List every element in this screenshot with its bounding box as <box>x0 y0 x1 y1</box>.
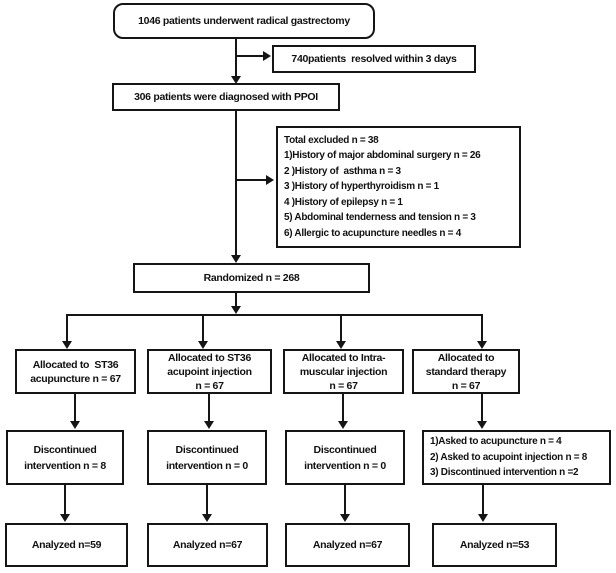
connector-followup-to-analyzed-4 <box>482 485 484 515</box>
discontinued-line: Discontinued <box>175 443 239 456</box>
connector-branch-to-alloc-2 <box>202 314 204 342</box>
box-allocated-intramuscular-injection: Allocated to Intra- muscular injection n… <box>283 349 404 394</box>
connector-to-excluded <box>236 179 266 181</box>
arrowhead-alloc-4 <box>477 341 487 349</box>
box-analyzed-3: Analyzed n=67 <box>285 523 410 567</box>
arrowhead-followup-2 <box>204 421 214 429</box>
box-resolved-label: 740patients resolved within 3 days <box>291 53 457 65</box>
arrowhead-analyzed-4 <box>478 514 488 522</box>
box-diagnosed-ppoi-label: 306 patients were diagnosed with PPOI <box>134 91 318 103</box>
excluded-line: 6) Allergic to acupuncture needles n = 4 <box>284 226 461 239</box>
box-excluded: Total excluded n = 38 1)History of major… <box>276 126 521 248</box>
connector-alloc-to-followup-3 <box>342 394 344 422</box>
box-total-patients: 1046 patients underwent radical gastrect… <box>113 3 375 39</box>
connector-followup-to-analyzed-1 <box>64 485 66 515</box>
connector-to-resolved <box>236 55 264 57</box>
arrowhead-alloc-1 <box>62 341 72 349</box>
arrowhead-analyzed-2 <box>202 514 212 522</box>
followup-line: 1)Asked to acupuncture n = 4 <box>430 435 562 448</box>
discontinued-line: intervention n = 8 <box>24 459 106 472</box>
box-analyzed-4: Analyzed n=53 <box>432 523 557 567</box>
allocated-line: Allocated to Intra- <box>301 351 386 364</box>
arrowhead-to-resolved <box>263 51 271 61</box>
connector-alloc-to-followup-1 <box>74 394 76 422</box>
excluded-line: Total excluded n = 38 <box>284 133 379 146</box>
excluded-line: 3 )History of hyperthyroidism n = 1 <box>284 180 439 193</box>
connector-diagnosed-to-randomized <box>235 111 237 255</box>
followup-line: 3) Discontinued intervention n =2 <box>430 466 579 479</box>
box-discontinued-2: Discontinued intervention n = 0 <box>147 430 267 485</box>
excluded-line: 1)History of major abdominal surgery n =… <box>284 149 481 162</box>
arrowhead-followup-3 <box>338 421 348 429</box>
arrowhead-to-diagnosed <box>231 76 241 84</box>
allocated-line: standard therapy <box>425 365 507 378</box>
arrowhead-analyzed-1 <box>60 514 70 522</box>
box-diagnosed-ppoi: 306 patients were diagnosed with PPOI <box>112 83 340 111</box>
connector-top-to-diagnosed <box>235 39 237 77</box>
box-allocated-acupoint-injection: Allocated to ST36 acupoint injection n =… <box>147 349 272 394</box>
allocated-line: acupoint injection <box>167 365 252 378</box>
connector-alloc-to-followup-4 <box>481 394 483 422</box>
arrowhead-to-branch-line <box>231 306 241 314</box>
connector-followup-to-analyzed-2 <box>206 485 208 515</box>
arrowhead-to-excluded <box>266 175 274 185</box>
allocated-line: n = 67 <box>329 379 358 392</box>
discontinued-line: Discontinued <box>33 443 97 456</box>
arrowhead-to-randomized <box>231 255 241 263</box>
allocated-line: acupuncture n = 67 <box>30 372 121 385</box>
excluded-line: 4 )History of epilepsy n = 1 <box>284 195 403 208</box>
box-randomized: Randomized n = 268 <box>133 263 370 293</box>
box-discontinued-1: Discontinued intervention n = 8 <box>6 430 124 485</box>
connector-followup-to-analyzed-3 <box>344 485 346 515</box>
arrowhead-analyzed-3 <box>340 514 350 522</box>
allocated-line: muscular injection <box>299 365 388 378</box>
arrowhead-followup-4 <box>477 421 487 429</box>
discontinued-line: intervention n = 0 <box>166 459 248 472</box>
box-analyzed-2: Analyzed n=67 <box>147 523 268 567</box>
allocated-line: Allocated to ST36 <box>167 351 251 364</box>
box-analyzed-2-label: Analyzed n=67 <box>172 539 243 551</box>
box-allocated-acupuncture: Allocated to ST36 acupuncture n = 67 <box>15 349 136 394</box>
box-discontinued-3: Discontinued intervention n = 0 <box>285 430 405 485</box>
box-total-patients-label: 1046 patients underwent radical gastrect… <box>138 15 350 27</box>
allocated-line: n = 67 <box>195 379 224 392</box>
box-analyzed-3-label: Analyzed n=67 <box>312 539 383 551</box>
excluded-line: 5) Abdominal tenderness and tension n = … <box>284 211 476 224</box>
connector-branch-to-alloc-1 <box>66 314 68 342</box>
arrowhead-followup-1 <box>70 421 80 429</box>
box-allocated-standard-therapy: Allocated to standard therapy n = 67 <box>412 349 520 394</box>
connector-randomized-to-branch <box>235 293 237 307</box>
excluded-line: 2 )History of asthma n = 3 <box>284 164 401 177</box>
allocated-line: n = 67 <box>451 379 481 392</box>
box-analyzed-1: Analyzed n=59 <box>5 523 128 567</box>
connector-branch-to-alloc-3 <box>340 314 342 342</box>
discontinued-line: Discontinued <box>313 443 377 456</box>
box-resolved: 740patients resolved within 3 days <box>272 45 476 73</box>
connector-alloc-to-followup-2 <box>208 394 210 422</box>
connector-branch-to-alloc-4 <box>481 314 483 342</box>
arrowhead-alloc-2 <box>198 341 208 349</box>
box-standard-therapy-changes: 1)Asked to acupuncture n = 4 2) Asked to… <box>422 430 611 485</box>
arrowhead-alloc-3 <box>336 341 346 349</box>
allocated-line: Allocated to <box>437 351 495 364</box>
branch-line <box>66 314 483 316</box>
discontinued-line: intervention n = 0 <box>304 459 386 472</box>
box-analyzed-4-label: Analyzed n=53 <box>459 539 530 551</box>
allocated-line: Allocated to ST36 <box>32 358 119 371</box>
followup-line: 2) Asked to acupoint injection n = 8 <box>430 450 588 463</box>
box-analyzed-1-label: Analyzed n=59 <box>31 539 102 551</box>
box-randomized-label: Randomized n = 268 <box>203 272 300 284</box>
